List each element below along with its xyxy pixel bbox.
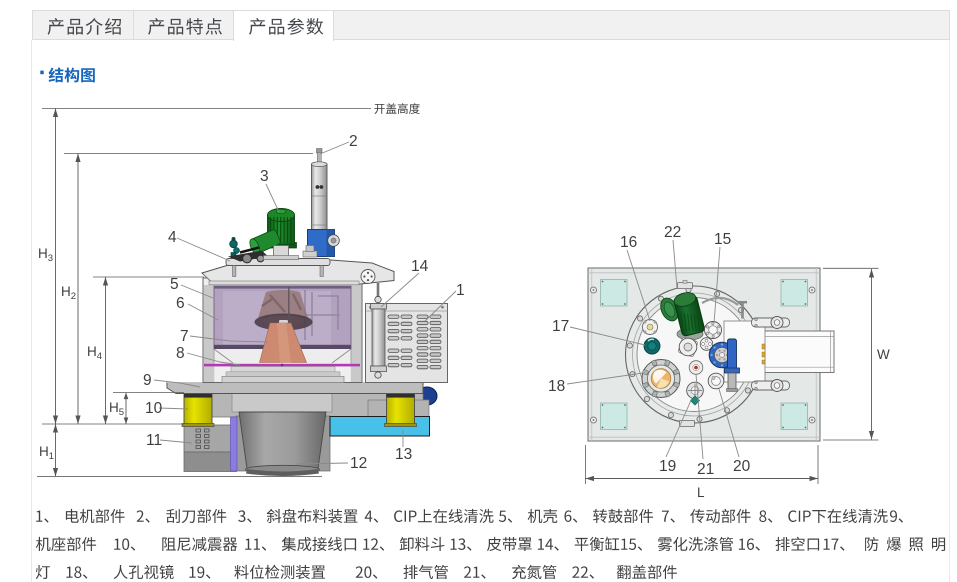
svg-text:14: 14 [411,258,429,275]
svg-text:19: 19 [659,458,676,475]
svg-text:H2: H2 [61,284,76,302]
svg-text:9: 9 [143,372,152,389]
svg-text:3: 3 [260,168,269,185]
svg-text:22: 22 [664,224,681,241]
svg-text:7: 7 [180,328,189,345]
svg-text:21: 21 [697,461,714,478]
svg-text:10: 10 [145,400,163,417]
svg-text:16: 16 [620,234,637,251]
svg-text:H4: H4 [87,344,102,362]
svg-text:4: 4 [168,229,177,246]
svg-text:H1: H1 [39,444,54,462]
svg-text:20: 20 [733,458,751,475]
svg-text:17: 17 [552,318,569,335]
svg-text:18: 18 [548,378,565,395]
svg-text:1: 1 [456,282,465,299]
svg-text:H3: H3 [38,246,53,264]
svg-text:15: 15 [714,231,731,248]
svg-text:L: L [697,485,705,500]
svg-text:13: 13 [395,446,412,463]
svg-text:2: 2 [349,133,358,150]
svg-text:H5: H5 [109,400,124,418]
svg-text:12: 12 [350,455,367,472]
svg-text:6: 6 [176,295,185,312]
svg-text:11: 11 [146,432,162,449]
svg-text:5: 5 [170,276,179,293]
svg-text:W: W [877,347,890,362]
svg-text:8: 8 [176,345,185,362]
